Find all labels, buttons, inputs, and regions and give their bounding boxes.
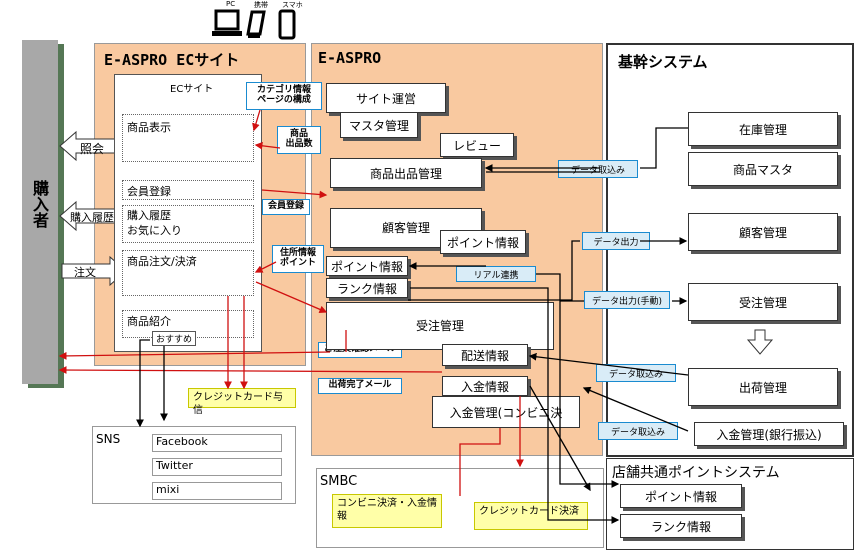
credit-auth-tag: クレジットカード与信 <box>188 388 296 416</box>
sns-mixi[interactable]: mixi <box>152 482 282 500</box>
inquiry-label: 照会 <box>80 142 105 156</box>
smbc-title: SMBC <box>320 474 358 489</box>
category-note: カテゴリ情報 ページの構成 <box>246 82 322 110</box>
favorites-label: お気に入り <box>127 224 182 238</box>
order-arrow-label: 注文 <box>74 266 96 279</box>
data-output-tag: データ出力 <box>582 232 650 250</box>
history-favorites-box[interactable]: 購入履歴 お気に入り <box>122 205 254 243</box>
core-customer-box[interactable]: 顧客管理 <box>688 213 838 251</box>
product-data-note: 商品 出品数 <box>277 126 321 154</box>
point-info-box-a[interactable]: ポイント情報 <box>440 230 526 254</box>
product-master-box[interactable]: 商品マスタ <box>688 152 838 186</box>
product-intro-label: 商品紹介 <box>127 315 171 328</box>
data-import-tag-1: データ取込み <box>558 160 638 178</box>
site-operation-box[interactable]: サイト運営 <box>326 83 446 113</box>
core-order-box[interactable]: 受注管理 <box>688 283 838 321</box>
point-system-title: 店舗共通ポイントシステム <box>612 465 780 481</box>
sns-title: SNS <box>96 432 121 446</box>
payment-info-box[interactable]: 入金情報 <box>442 376 528 396</box>
history-label: 購入履歴 <box>127 209 171 222</box>
pc-label: PC <box>226 0 236 8</box>
inventory-box[interactable]: 在庫管理 <box>688 112 838 146</box>
bank-payment-box[interactable]: 入金管理(銀行振込) <box>694 422 844 446</box>
address-point-note: 住所情報 ポイント <box>272 245 324 273</box>
order-mgmt-box[interactable]: 受注管理 <box>326 302 554 350</box>
ps-point-info-box[interactable]: ポイント情報 <box>620 484 742 508</box>
order-payment-box[interactable]: 商品注文/決済 <box>122 250 254 296</box>
purchaser-box <box>22 40 58 384</box>
devices-icon <box>212 9 296 40</box>
sns-facebook[interactable]: Facebook <box>152 434 282 452</box>
recommend-tag[interactable]: おすすめ <box>152 331 197 346</box>
member-registration-label: 会員登録 <box>127 185 171 198</box>
device-icons: PC 携帯 スマホ <box>208 0 308 42</box>
product-listing-box[interactable]: 商品出品管理 <box>330 158 482 188</box>
delivery-info-box[interactable]: 配送情報 <box>442 344 528 366</box>
smartphone-label: スマホ <box>282 1 303 9</box>
data-output-manual-tag: データ出力(手動) <box>584 291 670 309</box>
review-box[interactable]: レビュー <box>440 133 514 157</box>
data-import-tag-2: データ取込み <box>596 364 676 382</box>
rank-info-box[interactable]: ランク情報 <box>326 278 408 298</box>
shipping-box[interactable]: 出荷管理 <box>688 368 838 406</box>
sns-twitter[interactable]: Twitter <box>152 458 282 476</box>
realtime-tag: リアル連携 <box>456 266 536 282</box>
core-system-title: 基幹システム <box>618 53 708 71</box>
master-mgmt-box[interactable]: マスタ管理 <box>340 112 418 138</box>
aspro-zone-title: E-ASPRO <box>318 49 382 67</box>
product-display-box[interactable]: 商品表示 <box>122 114 254 162</box>
ship-complete-mail-note: 出荷完了メール <box>318 378 402 394</box>
ec-site-zone-title: E-ASPRO ECサイト <box>104 51 240 69</box>
left-arrows <box>59 130 127 287</box>
point-info-box-b[interactable]: ポイント情報 <box>326 256 408 276</box>
ec-site-inner-title: ECサイト <box>170 84 214 95</box>
history-arrow-label: 購入履歴 <box>70 211 114 224</box>
ps-rank-info-box[interactable]: ランク情報 <box>620 514 742 538</box>
payment-mgmt-box[interactable]: 入金管理(コンビニ決 <box>432 396 580 428</box>
member-registration-box[interactable]: 会員登録 <box>122 180 254 200</box>
purchaser-label: 購入者 <box>30 180 49 228</box>
order-payment-label: 商品注文/決済 <box>127 255 197 268</box>
mobile-label: 携帯 <box>254 1 268 9</box>
product-display-label: 商品表示 <box>127 121 171 134</box>
member-reg-note: 会員登録 <box>262 199 310 215</box>
data-import-tag-3: データ取込み <box>598 422 678 440</box>
smbc-conv-tag: コンビニ決済・入金情報 <box>332 494 442 528</box>
smbc-credit-tag: クレジットカード決済 <box>474 502 588 530</box>
